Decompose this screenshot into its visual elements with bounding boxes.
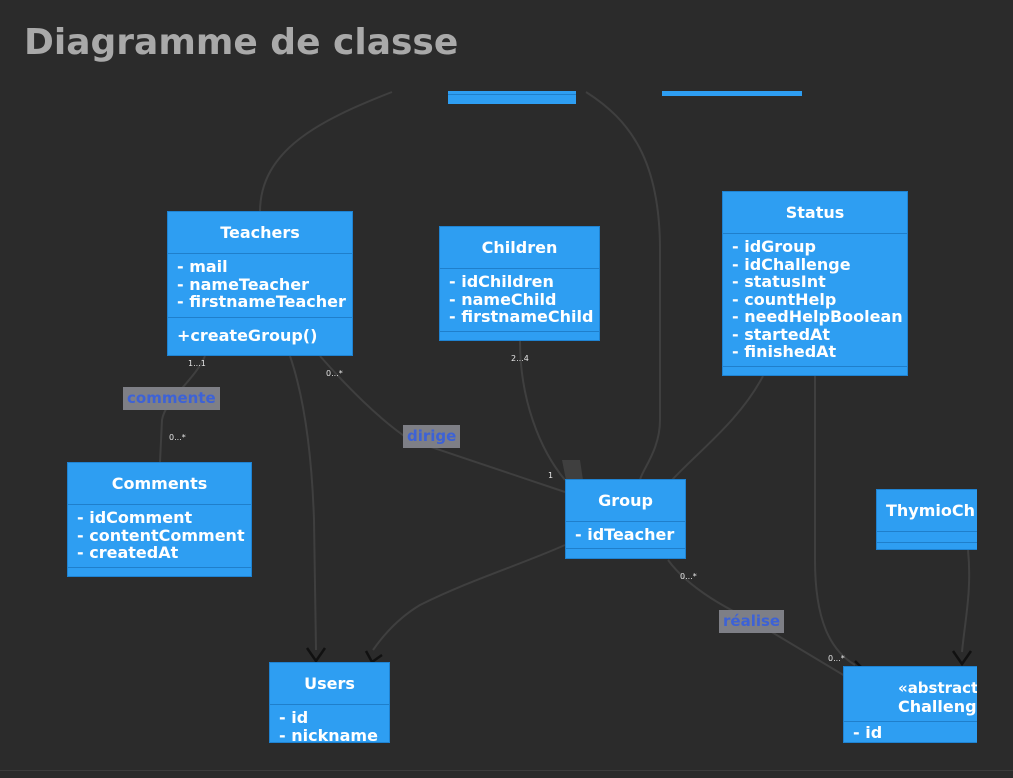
class-challenge-header: «abstract Challeng bbox=[844, 667, 977, 722]
mult-teachers-group: 0...* bbox=[326, 369, 343, 378]
class-thymio-name-text: ThymioCh bbox=[886, 501, 976, 520]
connector-group-users bbox=[372, 544, 566, 651]
class-children-name: Children bbox=[440, 227, 599, 269]
attribute: - nameTeacher bbox=[177, 274, 309, 294]
class-group[interactable]: Group - idTeacher bbox=[565, 479, 686, 559]
class-thymio-attributes bbox=[877, 532, 977, 543]
mult-group-realise: 0...* bbox=[680, 572, 697, 581]
attribute: - idTeacher bbox=[575, 525, 675, 544]
attribute: - id bbox=[853, 723, 883, 742]
class-children-operations-divider bbox=[440, 331, 599, 332]
class-users[interactable]: Users - id - nickname bbox=[269, 662, 390, 744]
class-teachers[interactable]: Teachers - mail - nameTeacher - firstnam… bbox=[167, 211, 353, 356]
attribute: - startedAt bbox=[732, 324, 831, 344]
attribute: - mail bbox=[177, 257, 228, 276]
attribute: - idGroup bbox=[732, 237, 817, 256]
mult-teachers-comment: 1...1 bbox=[188, 359, 206, 368]
attribute: - contentComment bbox=[77, 525, 245, 545]
top-bar-left bbox=[448, 91, 576, 104]
connector-top-left bbox=[259, 91, 393, 213]
class-status[interactable]: Status - idGroup - idChallenge - statusI… bbox=[722, 191, 908, 376]
mult-children-group: 2...4 bbox=[511, 354, 529, 363]
attribute: - idComment bbox=[77, 508, 193, 527]
arrowhead-thymio-challenge bbox=[951, 650, 973, 667]
aggregation-diamond bbox=[562, 460, 583, 480]
class-group-name: Group bbox=[566, 480, 685, 522]
assoc-label-dirige: dirige bbox=[403, 425, 461, 448]
class-teachers-operations: +createGroup() bbox=[168, 318, 352, 349]
class-teachers-attributes: - mail - nameTeacher - firstnameTeacher bbox=[168, 254, 352, 318]
class-comments-operations-divider bbox=[68, 567, 251, 568]
assoc-label-commente: commente bbox=[123, 387, 220, 410]
class-comments[interactable]: Comments - idComment - contentComment - … bbox=[67, 462, 252, 577]
attribute: - needHelpBoolean bbox=[732, 307, 903, 326]
attribute: - idChildren bbox=[449, 272, 554, 291]
attribute: - firstnameChild bbox=[449, 307, 594, 326]
attribute: - nameChild bbox=[449, 289, 557, 309]
attribute: - statusInt bbox=[732, 272, 826, 291]
attribute: - countHelp bbox=[732, 289, 837, 309]
connector-teachers-users bbox=[289, 355, 317, 651]
class-comments-name: Comments bbox=[68, 463, 251, 505]
connector-teachers-group bbox=[319, 355, 566, 493]
top-bar-right bbox=[662, 91, 802, 96]
connector-thymio-challenge bbox=[961, 549, 971, 653]
class-thymio-name: ThymioCh bbox=[877, 490, 977, 532]
class-children-attributes: - idChildren - nameChild - firstnameChil… bbox=[440, 269, 599, 332]
class-users-name: Users bbox=[270, 663, 389, 705]
class-thymio[interactable]: ThymioCh bbox=[876, 489, 977, 550]
class-users-attributes: - id - nickname bbox=[270, 705, 389, 750]
attribute: - finishedAt bbox=[732, 342, 837, 361]
connector-status-group bbox=[671, 375, 764, 481]
class-status-attributes: - idGroup - idChallenge - statusInt - co… bbox=[723, 234, 907, 367]
mult-comments-comment: 0...* bbox=[169, 433, 186, 442]
class-status-operations-divider bbox=[723, 366, 907, 367]
arrowhead-teachers-users bbox=[305, 647, 327, 664]
mult-group-teacher: 1 bbox=[548, 471, 554, 480]
class-teachers-name: Teachers bbox=[168, 212, 352, 254]
diagram-title: Diagramme de classe bbox=[24, 22, 459, 63]
assoc-label-realise: réalise bbox=[719, 610, 785, 633]
class-challenge[interactable]: «abstract Challeng - id bbox=[843, 666, 977, 743]
bottom-divider bbox=[0, 770, 1013, 771]
attribute: - createdAt bbox=[77, 543, 179, 562]
mult-challenge-realise: 0...* bbox=[828, 654, 845, 663]
attribute: - id bbox=[279, 708, 309, 727]
class-group-attributes: - idTeacher bbox=[566, 522, 685, 550]
attribute: - firstnameTeacher bbox=[177, 292, 346, 311]
class-status-name: Status bbox=[723, 192, 907, 234]
connector-top-right bbox=[585, 91, 661, 481]
class-comments-attributes: - idComment - contentComment - createdAt bbox=[68, 505, 251, 568]
class-challenge-name: Challeng bbox=[898, 696, 977, 716]
class-challenge-stereotype: «abstract bbox=[898, 679, 977, 697]
class-children[interactable]: Children - idChildren - nameChild - firs… bbox=[439, 226, 600, 341]
class-group-operations-divider bbox=[566, 548, 685, 549]
attribute: - idChallenge bbox=[732, 254, 851, 274]
connector-status-challenge bbox=[814, 376, 856, 666]
attribute: - nickname bbox=[279, 725, 378, 745]
operation: +createGroup() bbox=[177, 325, 318, 345]
arrowhead-group-users bbox=[364, 650, 383, 664]
class-challenge-attributes: - id bbox=[844, 722, 977, 742]
connector-children-group bbox=[519, 340, 566, 481]
